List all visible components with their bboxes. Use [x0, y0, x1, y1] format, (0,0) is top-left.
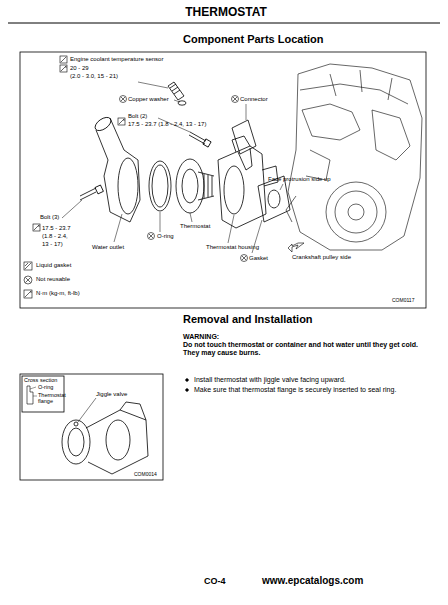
leader-lines — [62, 82, 283, 253]
gasket-part — [258, 176, 290, 222]
torque-value: 20 - 29 — [70, 65, 89, 72]
part-label: Connector — [240, 96, 268, 103]
part-label: Gasket — [249, 255, 268, 262]
part-label: Bolt (2) — [128, 113, 147, 120]
torque-value: 13 - 17) — [42, 241, 63, 248]
connector-part — [232, 120, 256, 170]
torque-value: 17.5 - 23.7 — [42, 225, 71, 232]
figure-code: COM0014 — [134, 472, 157, 478]
inset-label: Thermostat flange — [38, 392, 66, 405]
part-label: Water outlet — [92, 244, 124, 251]
engine-block — [286, 64, 422, 250]
page-title: THERMOSTAT — [2, 6, 448, 20]
instruction-text: Make sure that thermostat flange is secu… — [194, 386, 434, 394]
part-label: O-ring — [157, 233, 174, 240]
part-label: Copper washer — [128, 96, 169, 103]
inset-label: Cross section — [24, 377, 57, 383]
instruction-text: Install thermostat with jiggle valve fac… — [194, 376, 434, 384]
warning-heading: WARNING: — [183, 333, 219, 341]
legend-label: Liquid gasket — [36, 262, 71, 269]
thermostat-part — [176, 159, 214, 213]
figure-code: COM0117 — [392, 298, 414, 304]
torque-value: 17.5 - 23.7 (1.8 - 2.4, 13 - 17) — [128, 121, 206, 128]
legend-label: N·m (kg-m, ft-lb) — [36, 290, 80, 297]
figure-frame — [20, 52, 426, 308]
part-label: Thermostat — [180, 223, 210, 230]
torque-value: (1.8 - 2.4, — [42, 233, 68, 240]
watermark: www.epcatalogs.com — [262, 575, 363, 587]
inset-label: Jiggle valve — [96, 391, 127, 398]
bolt-2 — [189, 132, 211, 147]
header-rule — [8, 23, 440, 24]
water-outlet — [80, 115, 140, 222]
legend-label: Not reusable — [36, 276, 70, 283]
bolt-3 — [80, 188, 96, 200]
section-heading: Component Parts Location — [183, 33, 324, 46]
o-ring-part — [149, 161, 171, 211]
section-heading: Removal and Installation — [183, 313, 313, 326]
inset-figure — [20, 374, 163, 480]
page-number: CO-4 — [204, 576, 226, 586]
coolant-temp-sensor — [168, 82, 186, 105]
torque-value: (2.0 - 3.0, 15 - 21) — [70, 73, 118, 80]
bullet — [186, 379, 189, 382]
note-label: Face protrusion side up — [268, 176, 331, 183]
part-label: Engine coolant temperature sensor — [70, 56, 163, 63]
symbols — [24, 56, 304, 298]
copper-washer — [178, 101, 186, 105]
note-label: Crankshaft pulley side — [292, 254, 351, 261]
inset-label: O-ring — [38, 384, 53, 390]
warning-text: Do not touch thermostat or container and… — [183, 341, 433, 357]
part-label: Bolt (3) — [40, 214, 59, 221]
part-label: Thermostat housing — [206, 244, 259, 251]
bullet — [186, 389, 189, 392]
